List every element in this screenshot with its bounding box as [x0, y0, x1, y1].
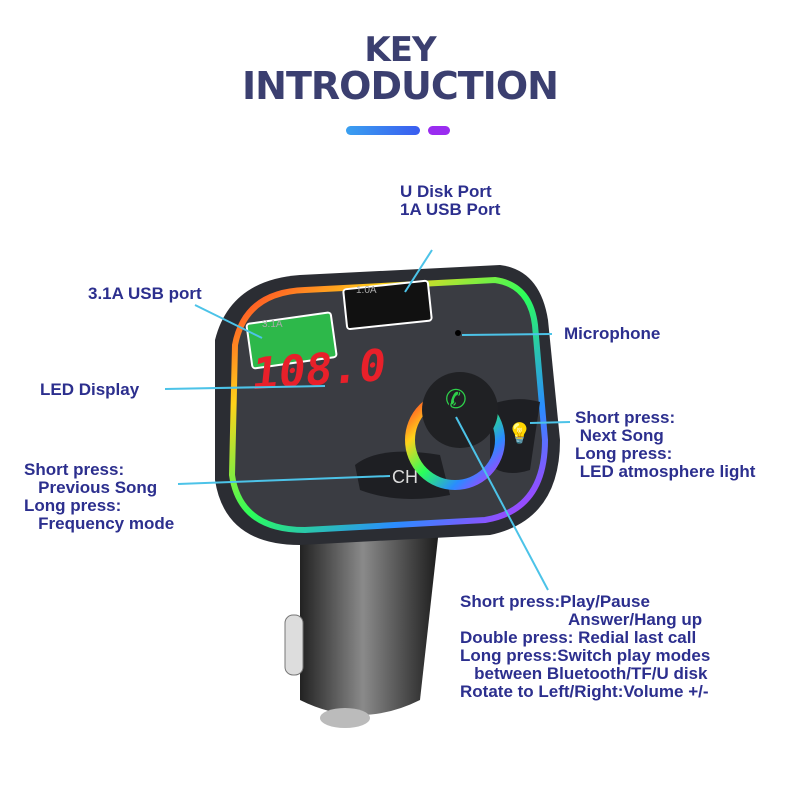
multifunction-knob — [422, 372, 498, 448]
display-readout: 108.0 — [249, 340, 388, 400]
label-ch-button: Short press: Previous Song Long press: F… — [24, 460, 175, 533]
title-accent-dot — [428, 126, 450, 135]
title-line2: INTRODUCTION — [242, 64, 559, 108]
port-right-marking: 1.0A — [356, 285, 377, 296]
phone-icon: ✆ — [445, 384, 467, 414]
title-accent-bar — [346, 126, 420, 135]
microphone-hole — [455, 330, 461, 336]
leader-lines — [164, 249, 571, 591]
title-line1: KEY — [364, 30, 436, 70]
label-3-1a-usb-port: 3.1A USB port — [88, 284, 202, 303]
ch-button — [355, 451, 450, 499]
label-u-disk-port: U Disk Port 1A USB Port — [400, 182, 501, 219]
label-knob: Short press:Play/Pause Answer/Hang up Do… — [460, 592, 711, 701]
label-light-button: Short press: Next Song Long press: LED a… — [575, 408, 756, 481]
bulb-icon: 💡 — [507, 421, 532, 445]
label-microphone: Microphone — [564, 324, 661, 343]
usb-port-3-1a — [245, 311, 338, 370]
plug-tip — [320, 708, 370, 728]
plug-stem — [300, 520, 440, 715]
label-led-display: LED Display — [40, 380, 140, 399]
usb-port-1a — [342, 279, 433, 330]
ch-button-label: CH — [392, 467, 418, 487]
side-contact — [284, 614, 304, 676]
port-left-marking: 3.1A — [262, 319, 283, 330]
